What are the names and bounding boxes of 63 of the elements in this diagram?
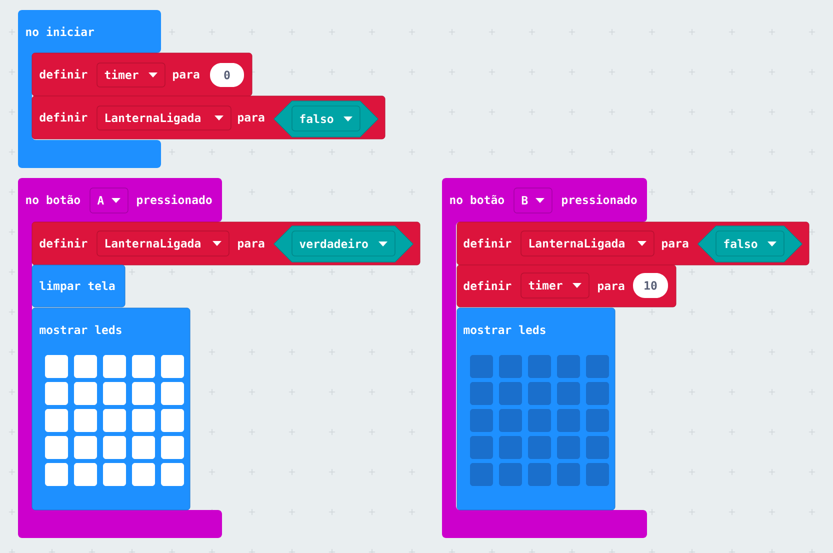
led-cell <box>470 409 493 432</box>
number-field: 10 <box>633 273 668 298</box>
led-cell <box>586 436 609 459</box>
statement-block: limpar tela <box>32 264 126 308</box>
led-cell <box>74 463 97 486</box>
dropdown-field: B <box>514 188 552 214</box>
led-cell <box>557 436 580 459</box>
led-cell <box>470 463 493 486</box>
led-cell <box>528 382 551 405</box>
dropdown-field: timer <box>96 62 166 88</box>
dropdown-field: LanternaLigada <box>96 230 230 256</box>
led-cell <box>499 409 522 432</box>
dropdown-field: LanternaLigada <box>520 230 654 256</box>
boolean-field: falso <box>274 100 378 138</box>
dropdown-field: timer <box>520 272 590 298</box>
led-cell <box>45 436 68 459</box>
led-cell <box>586 355 609 378</box>
led-cell <box>499 355 522 378</box>
led-cell <box>161 409 184 432</box>
boolean-field: falso <box>698 226 802 262</box>
led-cell <box>499 463 522 486</box>
led-cell <box>586 409 609 432</box>
led-cell <box>528 355 551 378</box>
number-field: 0 <box>210 63 244 87</box>
led-cell <box>586 463 609 486</box>
led-cell <box>74 355 97 378</box>
led-cell <box>499 382 522 405</box>
led-cell <box>557 409 580 432</box>
led-cell <box>132 409 155 432</box>
led-cell <box>586 382 609 405</box>
led-cell <box>557 463 580 486</box>
led-cell <box>45 355 68 378</box>
led-cell <box>470 436 493 459</box>
led-cell <box>132 382 155 405</box>
led-cell <box>45 409 68 432</box>
led-cell <box>74 436 97 459</box>
led-cell <box>161 355 184 378</box>
led-cell <box>161 436 184 459</box>
led-cell <box>499 436 522 459</box>
led-cell <box>103 436 126 459</box>
dropdown-field: A <box>90 188 128 214</box>
led-cell <box>161 382 184 405</box>
led-cell <box>45 463 68 486</box>
led-cell <box>74 382 97 405</box>
dropdown-field: LanternaLigada <box>96 106 232 130</box>
led-cell <box>528 409 551 432</box>
led-cell <box>103 355 126 378</box>
led-cell <box>161 463 184 486</box>
led-cell <box>528 463 551 486</box>
led-cell <box>74 409 97 432</box>
led-cell <box>132 355 155 378</box>
boolean-field: verdadeiro <box>274 226 414 262</box>
led-cell <box>132 436 155 459</box>
led-cell <box>528 436 551 459</box>
led-cell <box>557 355 580 378</box>
led-cell <box>470 382 493 405</box>
led-cell <box>103 463 126 486</box>
led-cell <box>103 409 126 432</box>
led-cell <box>470 355 493 378</box>
led-cell <box>557 382 580 405</box>
led-cell <box>45 382 68 405</box>
led-cell <box>132 463 155 486</box>
led-cell <box>103 382 126 405</box>
